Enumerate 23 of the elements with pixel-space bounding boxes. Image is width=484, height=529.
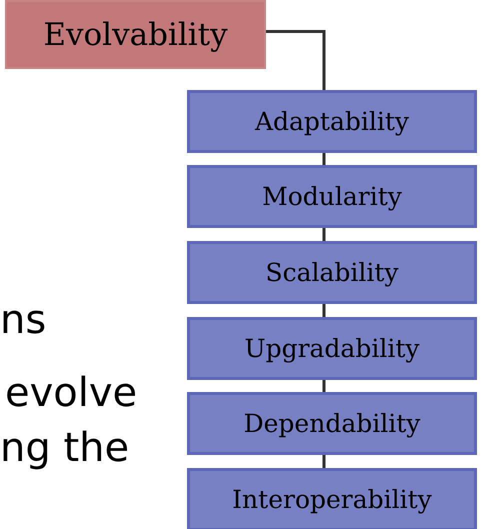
box-label: Interoperability (232, 485, 432, 514)
category-box (5, 0, 266, 69)
box-label: Adaptability (254, 107, 410, 136)
attribute-box (187, 165, 477, 228)
attribute-box (187, 90, 477, 153)
attribute-box (187, 241, 477, 304)
attribute-box (187, 317, 477, 380)
connector-line (322, 153, 326, 165)
connector-line (322, 455, 326, 468)
body-text: ng the (0, 428, 130, 468)
body-text: ns (0, 300, 46, 340)
connector-line (266, 30, 326, 90)
box-label: Dependability (244, 409, 420, 438)
connector-line (322, 304, 326, 317)
attribute-box (187, 468, 477, 529)
box-label: Scalability (265, 258, 399, 287)
attribute-box (187, 392, 477, 455)
box-label: Evolvability (43, 16, 228, 52)
box-label: Modularity (262, 182, 402, 211)
box-label: Upgradability (244, 334, 420, 363)
connector-line (322, 228, 326, 241)
connector-line (322, 380, 326, 392)
body-text: evolve (5, 373, 138, 413)
